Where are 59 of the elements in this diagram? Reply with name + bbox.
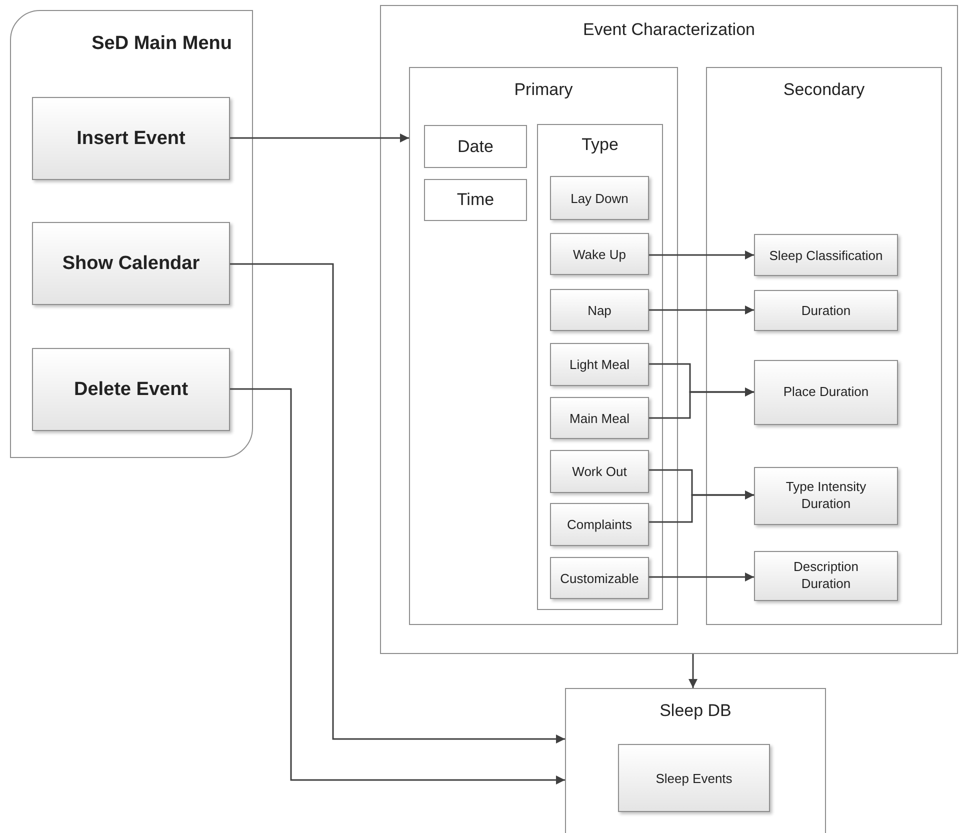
box-label: Light Meal [570, 357, 630, 372]
box-label: Sleep Classification [769, 248, 883, 262]
box-label: Type Intensity Duration [784, 479, 868, 513]
arrow [230, 388, 565, 784]
box-label: Work Out [572, 464, 627, 479]
process-box [32, 97, 230, 180]
arrow [230, 263, 565, 744]
arrow [649, 490, 754, 523]
process-box [754, 290, 898, 331]
box-label: Sleep Events [656, 770, 732, 786]
process-box [550, 233, 649, 275]
process-box [754, 551, 898, 601]
group-frame [409, 67, 678, 625]
box-label: Time [456, 190, 494, 210]
box-label: Description Duration [792, 559, 860, 593]
arrow [649, 572, 754, 582]
box-label: Main Meal [570, 410, 630, 426]
arrow [688, 654, 698, 688]
arrow [649, 306, 754, 314]
process-box [550, 557, 649, 599]
process-box [754, 360, 898, 425]
arrow [649, 250, 754, 260]
group-title: SeD Main Menu [90, 33, 233, 55]
field-box [424, 125, 527, 168]
process-box [550, 289, 649, 331]
box-label: Delete Event [74, 378, 188, 400]
group-title: Primary [513, 80, 574, 100]
group-title: Type [580, 135, 620, 155]
group-title: Secondary [782, 80, 866, 100]
group-title: Event Characterization [582, 20, 756, 40]
process-box [754, 234, 898, 276]
process-box [550, 176, 649, 220]
box-label: Customizable [560, 570, 639, 586]
process-box [618, 744, 770, 812]
box-label: Lay Down [570, 190, 628, 206]
box-label: Complaints [566, 517, 632, 532]
field-box [424, 179, 527, 221]
box-label: Place Duration [783, 384, 869, 401]
process-box [754, 467, 898, 525]
box-label: Nap [588, 302, 612, 318]
box-label: Duration [801, 303, 851, 318]
process-box [32, 222, 230, 305]
group-title: Sleep DB [658, 701, 732, 721]
arrow [649, 388, 754, 419]
menu-panel [10, 10, 253, 458]
process-box [550, 343, 649, 386]
group-frame [706, 67, 942, 625]
box-label: Insert Event [76, 128, 186, 150]
box-label: Wake Up [573, 246, 626, 262]
process-box [550, 450, 649, 493]
group-frame [380, 5, 958, 654]
group-frame [537, 124, 663, 610]
process-box [32, 348, 230, 431]
box-label: Show Calendar [62, 252, 200, 274]
group-frame [565, 688, 826, 833]
arrow [230, 134, 409, 142]
box-label: Date [458, 136, 494, 156]
process-box [550, 503, 649, 546]
process-box [550, 397, 649, 439]
